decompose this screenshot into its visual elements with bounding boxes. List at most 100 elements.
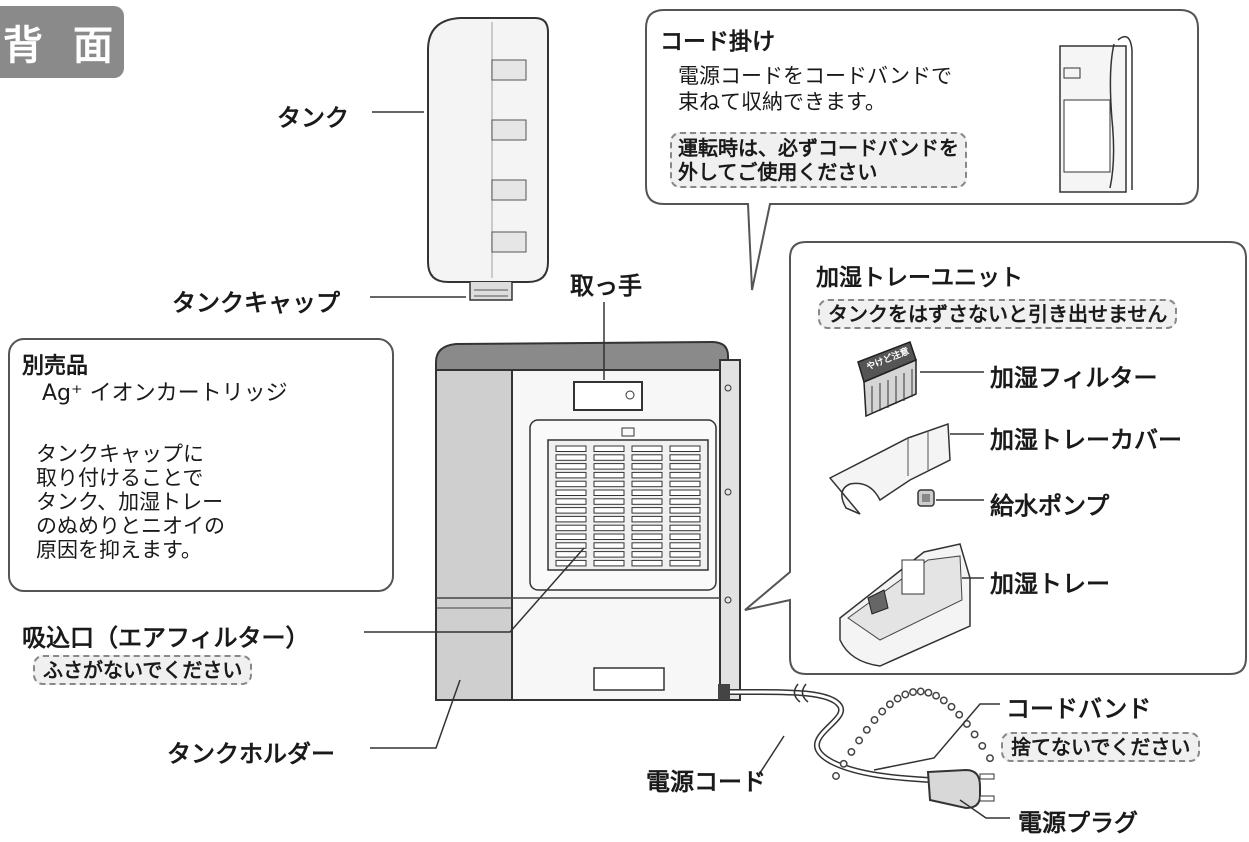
sold-separately-box [8, 338, 394, 592]
part-humid-tray: 加湿トレー [990, 570, 1110, 598]
tank-illustration [427, 17, 549, 301]
cartridge-desc-2: 取り付けることで [36, 466, 204, 490]
grille-slot [555, 507, 587, 514]
grille-slot [669, 551, 701, 558]
grille-slot [555, 533, 587, 540]
grille-slot [555, 498, 587, 505]
intake-note: ふさがないでください [33, 655, 253, 685]
grille-slot [631, 533, 663, 540]
grille-slot [669, 489, 701, 496]
grille-slot [631, 498, 663, 505]
grille-slot [593, 515, 625, 523]
grille-slot [631, 489, 663, 496]
grille-slot [669, 559, 701, 567]
cartridge-desc-1: タンクキャップに [36, 442, 204, 466]
grille-slot [669, 507, 701, 514]
grille-slot [669, 498, 701, 505]
cord-band-bead [978, 741, 987, 750]
leader-lines [364, 111, 1010, 819]
grille-slot [631, 559, 663, 567]
cord-hook-warning-2: 外してご使用ください [678, 160, 878, 184]
tray-unit-box [744, 241, 1247, 675]
grille-slot [593, 559, 625, 567]
cord-band-bead [947, 702, 956, 711]
grille-slot [555, 445, 587, 452]
intake-grille [547, 439, 709, 571]
grille-slot [669, 480, 701, 488]
grille-slot [555, 515, 587, 523]
grille-slot [631, 542, 663, 549]
cord-band-bead [955, 710, 964, 719]
cord-hook-warning: 運転時は、必ずコードバンドを 外してご使用ください [670, 132, 967, 188]
grille-slot [631, 507, 663, 514]
cord-band-bead [855, 736, 864, 745]
handle-label: 取っ手 [570, 272, 642, 300]
grille-slot [631, 515, 663, 523]
grille-slot [631, 463, 663, 470]
grille-slot [593, 498, 625, 505]
cartridge-desc-5: 原因を抑えます。 [36, 538, 202, 562]
cord-band-bead [924, 688, 933, 697]
cord-band-bead [939, 696, 948, 705]
grille-slot [593, 542, 625, 549]
power-cord-label: 電源コード [646, 768, 766, 796]
power-plug-label: 電源プラグ [1018, 809, 1138, 837]
cord-band-bead [932, 691, 941, 700]
cord-band-note: 捨てないでください [1001, 732, 1201, 762]
grille-slot [669, 524, 701, 532]
part-humid-filter: 加湿フィルター [990, 364, 1158, 392]
grille-slot [593, 454, 625, 461]
grille-slot [555, 551, 587, 558]
cord-band-bead [878, 707, 887, 716]
cord-band-bead [909, 688, 917, 697]
cartridge-desc-4: のぬめりとニオイの [36, 514, 225, 538]
cord-band-label: コードバンド [1006, 695, 1152, 723]
cord-band-bead [885, 700, 894, 709]
cord-hook-warning-1: 運転時は、必ずコードバンドを [678, 136, 959, 160]
grille-slot [631, 480, 663, 488]
cord-hook-text-2: 束ねて収納できます。 [678, 90, 886, 114]
grille-slot [555, 454, 587, 461]
grille-slot [555, 471, 587, 479]
cord-hook-title: コード掛け [660, 29, 775, 55]
sold-separately-title: 別売品 [22, 354, 89, 379]
cord-band-bead [986, 754, 994, 763]
grille-slot [593, 551, 625, 558]
grille-slot [555, 480, 587, 488]
grille-slot [669, 454, 701, 461]
cord-band-bead [870, 716, 879, 724]
grille-slot [593, 463, 625, 470]
tray-unit-warning: タンクをはずさないと引き出せません [818, 299, 1178, 329]
grille-slot [669, 471, 701, 479]
humidifier-body-illustration [435, 340, 741, 701]
cord-band-bead [862, 725, 871, 734]
grille-slot [555, 489, 587, 496]
grille-slot [631, 445, 663, 452]
grille-slot [593, 489, 625, 496]
cord-band-bead [970, 730, 979, 739]
water-pump-illustration [917, 489, 935, 507]
grille-slot [631, 524, 663, 532]
grille-slot [669, 515, 701, 523]
grille-slot [555, 463, 587, 470]
power-plug-illustration [926, 768, 995, 810]
grille-slot [669, 533, 701, 540]
grille-slot [593, 533, 625, 540]
tank-label: タンク [277, 104, 349, 132]
cord-band-bead [916, 687, 925, 696]
grille-slot [555, 524, 587, 532]
grille-slot [593, 507, 625, 514]
grille-slot [669, 445, 701, 452]
cord-hook-illustration [1059, 35, 1133, 193]
part-tray-cover: 加湿トレーカバー [990, 426, 1182, 454]
tank-holder-label: タンクホルダー [167, 740, 335, 768]
section-badge: 背 面 [0, 6, 124, 78]
grille-slot [631, 551, 663, 558]
tank-cap-label: タンクキャップ [172, 289, 340, 317]
grille-slot [593, 480, 625, 488]
grille-slot [593, 471, 625, 479]
humid-tray-illustration [839, 543, 971, 667]
cord-band-bead [893, 694, 902, 703]
part-water-pump: 給水ポンプ [990, 492, 1110, 520]
